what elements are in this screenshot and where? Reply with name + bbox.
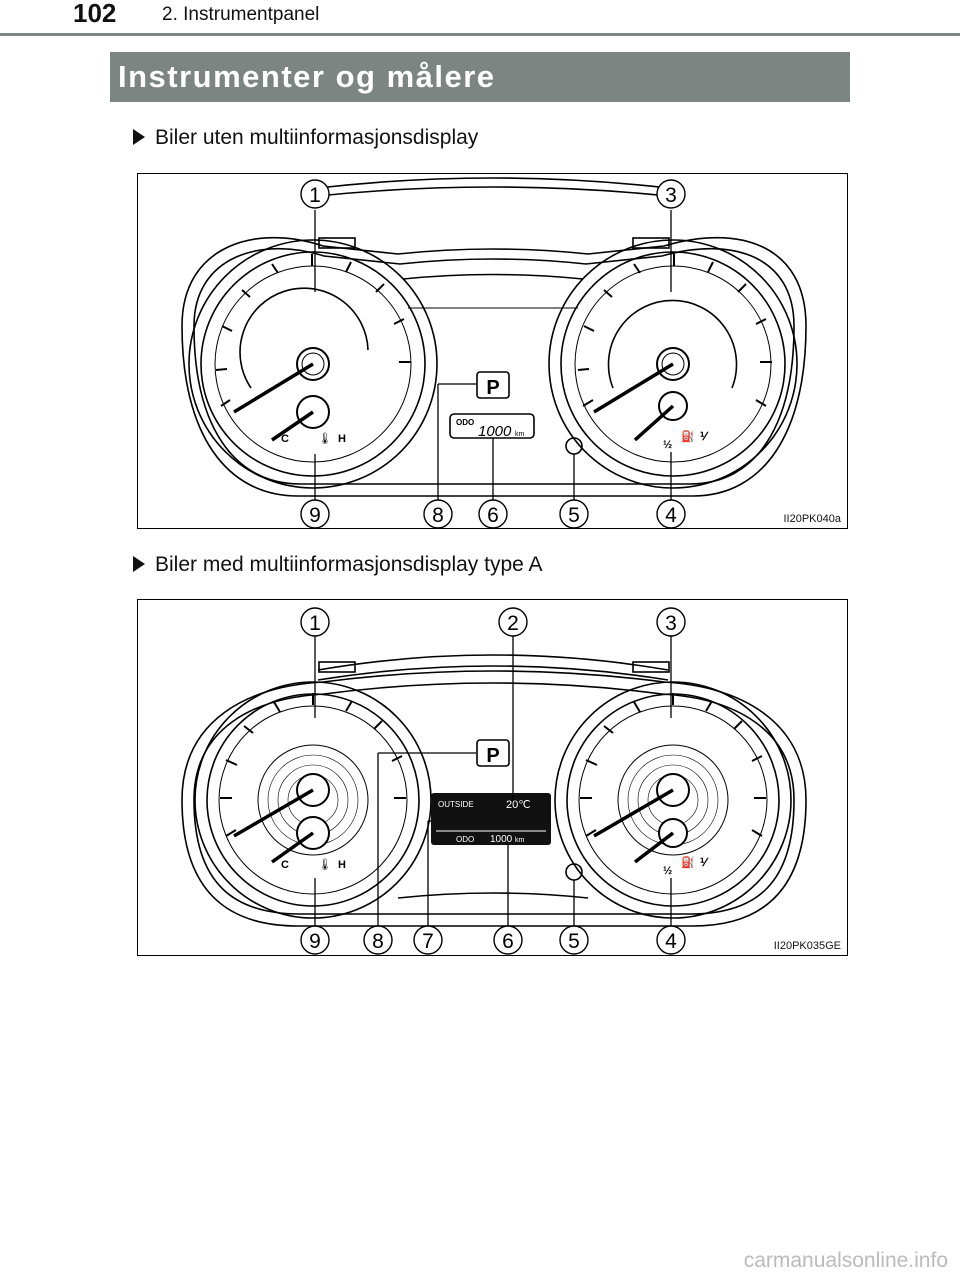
callout-3: 3	[665, 612, 677, 635]
callout-1: 1	[309, 184, 321, 207]
callout-5: 5	[568, 930, 580, 953]
multi-info-display	[431, 793, 551, 845]
coolant-temp-icon: 🌡	[318, 858, 332, 871]
callout-3: 3	[665, 184, 677, 207]
fuel-pump-icon: ⛽	[681, 856, 695, 869]
callout-6: 6	[487, 504, 499, 527]
chapter-title: 2. Instrumentpanel	[162, 4, 320, 25]
odo-label: ODO	[456, 418, 474, 427]
temp-cold-label: C	[281, 859, 289, 871]
callout-5: 5	[568, 504, 580, 527]
shift-indicator-p: P	[486, 377, 499, 399]
callout-7: 7	[422, 930, 434, 953]
figure-1: 1 3 9 8 6 5 4 P ODO 1000 km C H ½ ⅟ 🌡 ⛽ …	[137, 173, 848, 529]
callout-9: 9	[309, 930, 321, 953]
odo-value: 1000	[478, 423, 512, 440]
odo-unit: km	[515, 431, 525, 438]
figure-2-caption: Biler med multiinformasjonsdisplay type …	[133, 553, 543, 577]
fuel-half-label: ½	[663, 865, 672, 877]
callout-4: 4	[665, 930, 677, 953]
outside-label: OUTSIDE	[438, 800, 474, 809]
callout-9: 9	[309, 504, 321, 527]
callout-4: 4	[665, 504, 677, 527]
figure-2-caption-text: Biler med multiinformasjonsdisplay type …	[155, 553, 543, 576]
section-header: Instrumenter og målere	[110, 52, 850, 102]
header-rule	[0, 33, 960, 36]
temp-cold-label: C	[281, 433, 289, 445]
callout-8: 8	[372, 930, 384, 953]
temp-hot-label: H	[338, 859, 346, 871]
temp-hot-label: H	[338, 433, 346, 445]
callout-1: 1	[309, 612, 321, 635]
figure-1-caption-text: Biler uten multiinformasjonsdisplay	[155, 126, 479, 149]
odo-label: ODO	[456, 835, 474, 844]
watermark: carmanualsonline.info	[743, 1249, 948, 1272]
callout-2: 2	[507, 612, 519, 635]
odo-unit: km	[515, 837, 525, 844]
coolant-temp-icon: 🌡	[318, 432, 332, 445]
figure-2-code: II20PK035GE	[773, 940, 841, 952]
fuel-full-label: ⅟	[700, 431, 709, 443]
callout-6: 6	[502, 930, 514, 953]
shift-indicator-p: P	[486, 745, 499, 767]
triangle-bullet-icon	[133, 129, 145, 145]
triangle-bullet-icon	[133, 556, 145, 572]
instrument-cluster-illustration-1: 1 3 9 8 6 5 4 P ODO 1000 km C H ½ ⅟ 🌡 ⛽	[181, 177, 807, 529]
outside-temp-value: 20℃	[506, 799, 531, 811]
instrument-cluster-illustration-2: OUTSIDE 20℃ ODO 1000 km	[181, 607, 807, 955]
callout-8: 8	[432, 504, 444, 527]
fuel-full-label: ⅟	[700, 857, 709, 869]
section-title: Instrumenter og målere	[118, 59, 496, 94]
figure-1-caption: Biler uten multiinformasjonsdisplay	[133, 126, 478, 150]
fuel-pump-icon: ⛽	[681, 430, 695, 443]
figure-1-code: II20PK040a	[783, 513, 842, 525]
figure-2: OUTSIDE 20℃ ODO 1000 km	[137, 599, 848, 956]
odo-value: 1000	[490, 834, 513, 845]
page-number: 102	[73, 0, 117, 28]
fuel-half-label: ½	[663, 439, 672, 451]
